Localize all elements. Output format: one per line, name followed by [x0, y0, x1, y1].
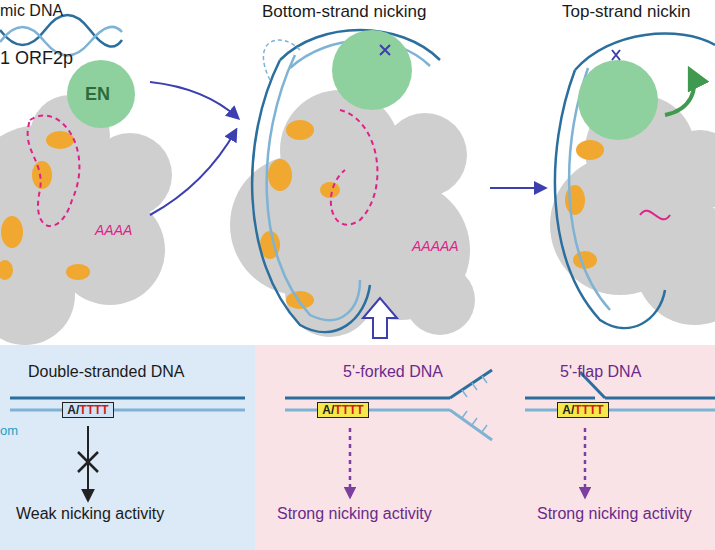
sequence-box: A/TTTT — [557, 402, 609, 418]
panel-heading: Double-stranded DNA — [28, 363, 185, 381]
substrate-panel: 5'-forked DNA Strong nicking activity 5'-f… — [255, 345, 715, 550]
endonuclease-domain: EN — [67, 60, 135, 128]
figure-label: AAAA — [95, 222, 132, 238]
sequence-text: A/ — [67, 403, 79, 417]
sequence-text: TTTT — [334, 403, 363, 417]
sequence-text: A/ — [562, 403, 574, 417]
panel-heading: EN — [85, 84, 110, 105]
activity-label: Weak nicking activity — [16, 505, 164, 523]
substrate-panel: Double-stranded DNA Weak nicking activity… — [0, 345, 255, 550]
sequence-box: A/TTTT — [317, 402, 369, 418]
activity-label: 5'-flap DNA — [560, 363, 641, 381]
figure-label: Bottom-strand nicking — [262, 2, 426, 22]
figure-label: om — [0, 423, 18, 438]
figure-label: AAAAA — [412, 238, 459, 254]
sequence-text: TTTT — [79, 403, 108, 417]
figure-label: Top-strand nickin — [562, 2, 691, 22]
figure-label: 1 ORF2p — [0, 48, 73, 69]
panel-heading: 5'-forked DNA — [343, 363, 443, 381]
activity-label: Strong nicking activity — [537, 505, 692, 523]
sequence-text: A/ — [322, 403, 334, 417]
activity-label: Strong nicking activity — [277, 505, 432, 523]
sequence-box: A/TTTT — [62, 402, 114, 418]
sequence-text: TTTT — [574, 403, 603, 417]
figure-label: mic DNA — [0, 2, 63, 20]
